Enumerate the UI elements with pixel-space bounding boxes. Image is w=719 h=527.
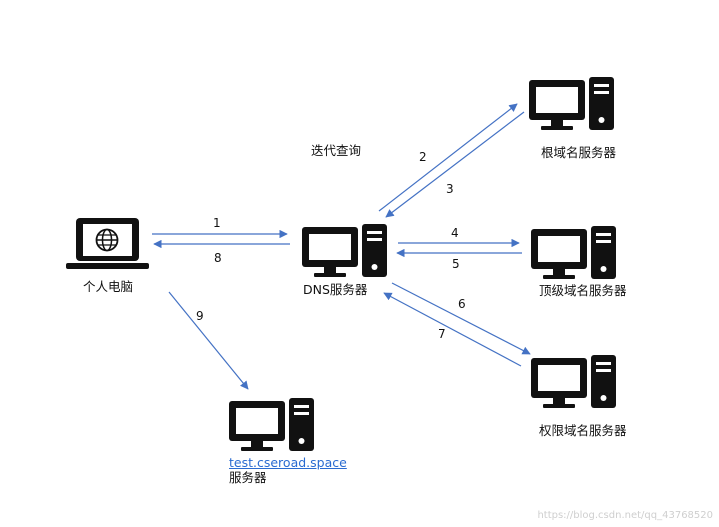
watermark: https://blog.csdn.net/qq_43768520 <box>537 510 713 521</box>
arrow-step-3 <box>385 111 525 218</box>
step-9-label: 9 <box>196 309 204 323</box>
arrow-step-2 <box>378 103 518 212</box>
pc-label: 个人电脑 <box>83 279 134 294</box>
auth-server-label: 权限域名服务器 <box>539 423 627 438</box>
arrow-step-7 <box>383 292 522 367</box>
dns-server-label: DNS服务器 <box>303 282 368 297</box>
step-4-label: 4 <box>451 226 459 240</box>
diagram-title: 迭代查询 <box>311 143 362 158</box>
desktop-computer-icon <box>531 226 616 279</box>
arrow-step-6 <box>391 282 531 355</box>
desktop-computer-icon <box>229 398 314 451</box>
desktop-computer-icon <box>531 355 616 408</box>
laptop-globe-icon <box>66 218 149 269</box>
step-2-label: 2 <box>419 150 427 164</box>
step-6-label: 6 <box>458 297 466 311</box>
step-8-label: 8 <box>214 251 222 265</box>
desktop-computer-icon <box>529 77 614 130</box>
step-7-label: 7 <box>438 327 446 341</box>
root-server-label: 根域名服务器 <box>541 145 617 160</box>
desktop-computer-icon <box>302 224 387 277</box>
step-3-label: 3 <box>446 182 454 196</box>
target-server-label: 服务器 <box>229 470 267 485</box>
step-5-label: 5 <box>452 257 460 271</box>
tld-server-label: 顶级域名服务器 <box>539 283 627 298</box>
target-domain-link[interactable]: test.cseroad.space <box>229 455 347 470</box>
arrows <box>152 103 531 390</box>
step-1-label: 1 <box>213 216 221 230</box>
arrow-step-9 <box>168 291 249 390</box>
